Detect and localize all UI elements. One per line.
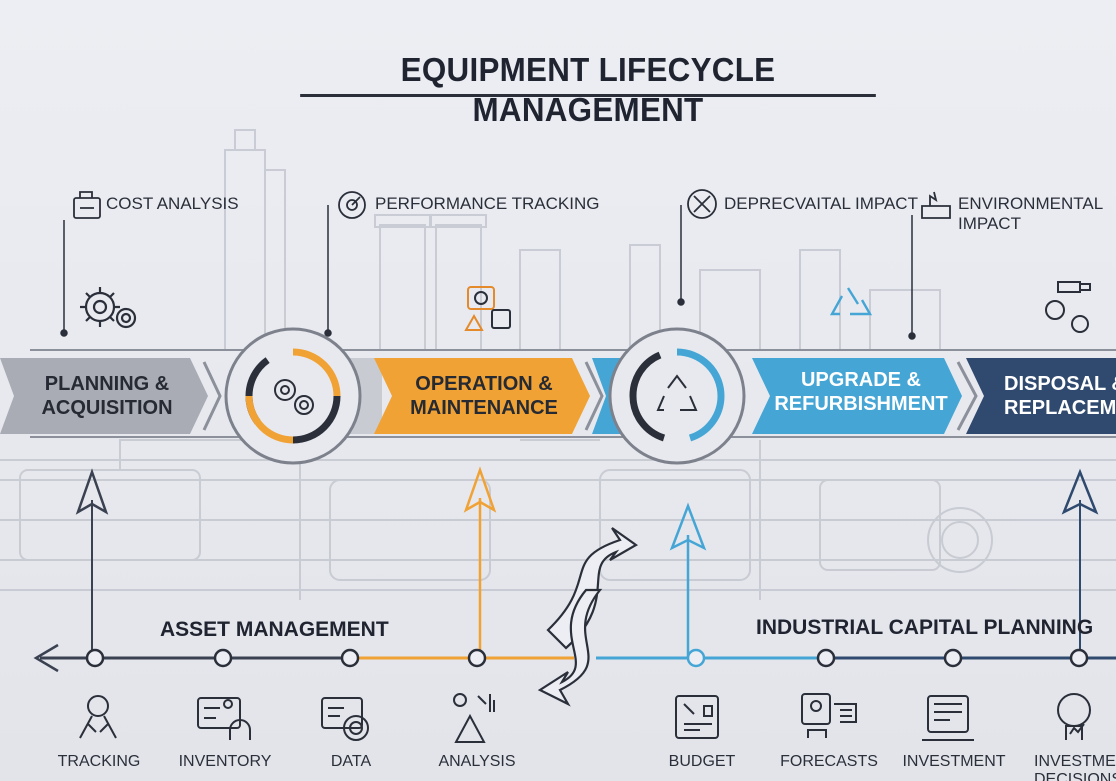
timeline-left-arrowhead bbox=[33, 643, 59, 673]
stage-planning-label: PLANNING & ACQUISITION bbox=[41, 373, 173, 419]
pipe-gears-icon bbox=[1045, 281, 1091, 333]
label-cost-analysis: COST ANALYSIS bbox=[106, 194, 239, 213]
analytics-cluster-icon bbox=[464, 286, 511, 331]
label-performance-tracking: PERFORMANCE TRACKING bbox=[375, 194, 600, 213]
stage-operation-label: OPERATION & MAINTENANCE bbox=[410, 373, 558, 419]
recycle-icon bbox=[829, 287, 873, 316]
tools-icon bbox=[687, 189, 717, 219]
calculator-icon bbox=[73, 191, 101, 219]
gears-icon bbox=[80, 287, 137, 329]
section-capital-planning: INDUSTRIAL CAPITAL PLANNING bbox=[756, 616, 1094, 639]
budget-icon bbox=[675, 695, 719, 739]
timeline-nodes bbox=[85, 648, 1089, 668]
label-data: DATA bbox=[330, 753, 372, 770]
stage-disposal-shape bbox=[966, 358, 1116, 434]
label-budget: BUDGET bbox=[668, 753, 736, 770]
label-depreciation-impact: DEPRECVAITAL IMPACT bbox=[724, 194, 918, 213]
investment-decisions-icon bbox=[1057, 693, 1091, 740]
stage-upgrade-label: UPGRADE & REFURBISHMENT bbox=[774, 369, 948, 415]
stage-planning-shape bbox=[0, 358, 208, 434]
inventory-icon bbox=[197, 697, 251, 740]
arrow-up-tracking bbox=[75, 468, 109, 515]
page-title: EQUIPMENT LIFECYCLE MANAGEMENT bbox=[300, 50, 876, 128]
stage-upgrade-shape bbox=[752, 358, 962, 434]
label-inventory: INVENTORY bbox=[178, 753, 272, 770]
label-environmental-impact: ENVIRONMENTAL IMPACT bbox=[958, 194, 1103, 233]
top-connectors bbox=[60, 205, 916, 340]
label-forecasts: FORECASTS bbox=[780, 753, 878, 770]
label-tracking: TRACKING bbox=[57, 753, 141, 770]
hub-gears bbox=[224, 327, 362, 465]
label-investment: INVESTMENT bbox=[902, 753, 1006, 770]
stage-disposal-label: DISPOSAL & REPLACEMENT bbox=[1004, 373, 1116, 419]
analysis-icon bbox=[453, 693, 495, 743]
exchange-arrows bbox=[537, 527, 639, 707]
label-analysis: ANALYSIS bbox=[438, 753, 516, 770]
factory-icon bbox=[921, 191, 951, 219]
tracking-icon bbox=[79, 695, 117, 739]
speedometer-icon bbox=[338, 191, 366, 219]
data-icon bbox=[321, 697, 369, 741]
arrow-up-disposal bbox=[1061, 468, 1099, 515]
label-investment-decisions: INVESTMENT DECISIONS bbox=[1034, 753, 1116, 781]
section-asset-management: ASSET MANAGEMENT bbox=[160, 618, 389, 641]
arrow-up-operation bbox=[463, 466, 497, 513]
stage-operation-shape bbox=[374, 358, 590, 434]
forecasts-icon bbox=[801, 693, 857, 738]
arrow-up-upgrade bbox=[669, 502, 707, 551]
investment-icon bbox=[922, 695, 974, 741]
hub-recycle bbox=[608, 327, 746, 465]
